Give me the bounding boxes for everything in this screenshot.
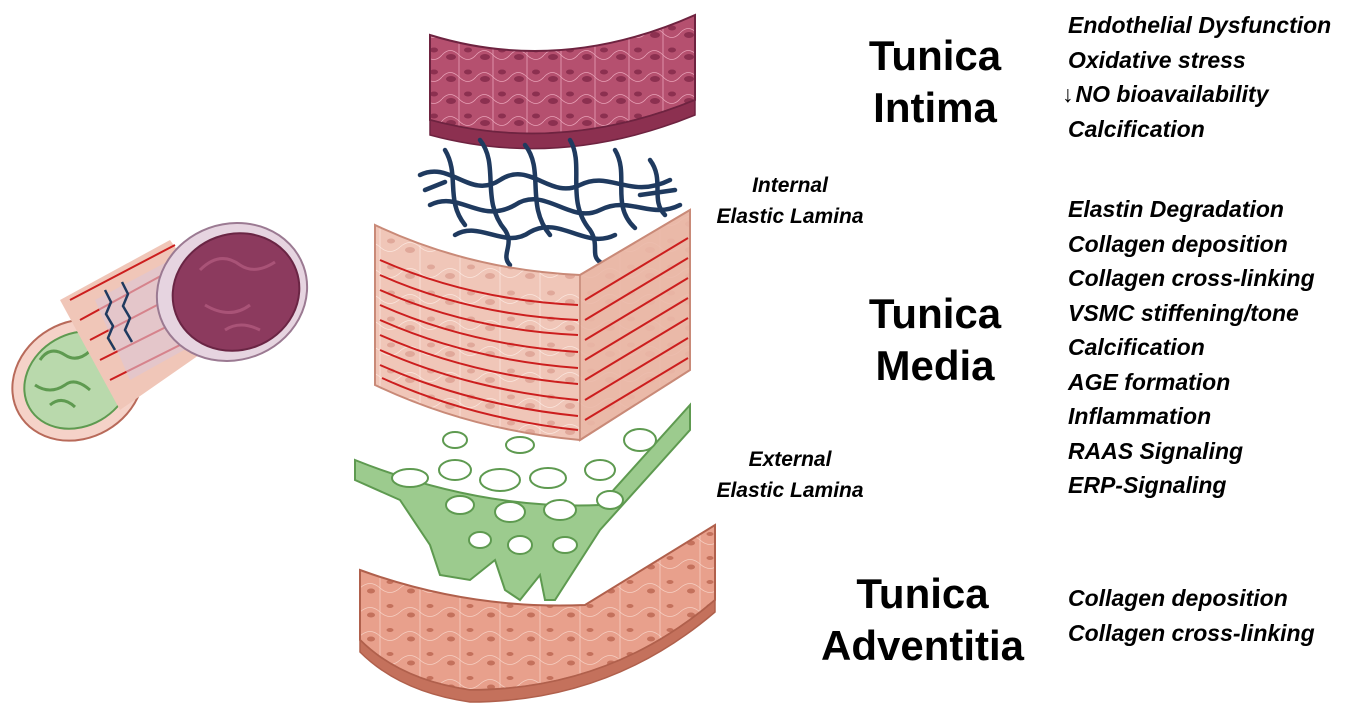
media-effect-item: Collagen cross-linking xyxy=(1068,261,1315,296)
intima-effect-text: NO bioavailability xyxy=(1076,81,1269,107)
internal-elastic-lamina-label: Internal Elastic Lamina xyxy=(700,170,880,232)
media-effect-item: Inflammation xyxy=(1068,399,1315,434)
media-effect-item: Collagen deposition xyxy=(1068,227,1315,262)
intima-title-line1: Tunica xyxy=(845,30,1025,82)
external-lamina-line2: Elastic Lamina xyxy=(700,475,880,506)
adventitia-title-line2: Adventitia xyxy=(810,620,1035,672)
media-effect-item: ERP-Signaling xyxy=(1068,468,1315,503)
media-title-line2: Media xyxy=(845,340,1025,392)
adventitia-effect-item: Collagen deposition xyxy=(1068,581,1315,616)
intima-effects-list: Endothelial Dysfunction Oxidative stress… xyxy=(1068,8,1331,146)
external-elastic-lamina-label: External Elastic Lamina xyxy=(700,444,880,506)
intima-block xyxy=(430,15,695,149)
external-lamina-line1: External xyxy=(700,444,880,475)
media-effect-item: VSMC stiffening/tone xyxy=(1068,296,1315,331)
internal-lamina-line1: Internal xyxy=(700,170,880,201)
adventitia-effects-list: Collagen deposition Collagen cross-linki… xyxy=(1068,581,1315,650)
vessel-cross-section xyxy=(0,202,327,464)
intima-effect-item: ↓NO bioavailability xyxy=(1062,77,1331,112)
media-block xyxy=(375,210,690,440)
media-effects-list: Elastin Degradation Collagen deposition … xyxy=(1068,192,1315,503)
media-effect-item: Elastin Degradation xyxy=(1068,192,1315,227)
internal-lamina-line2: Elastic Lamina xyxy=(700,201,880,232)
intima-effect-item: Endothelial Dysfunction xyxy=(1068,8,1331,43)
media-effect-item: Calcification xyxy=(1068,330,1315,365)
intima-effect-item: Oxidative stress xyxy=(1068,43,1331,78)
media-effect-item: AGE formation xyxy=(1068,365,1315,400)
intima-effect-item: Calcification xyxy=(1068,112,1331,147)
media-effect-item: RAAS Signaling xyxy=(1068,434,1315,469)
tunica-media-title: Tunica Media xyxy=(845,288,1025,392)
adventitia-title-line1: Tunica xyxy=(810,568,1035,620)
decrease-arrow-icon: ↓ xyxy=(1062,77,1074,112)
intima-title-line2: Intima xyxy=(845,82,1025,134)
media-title-line1: Tunica xyxy=(845,288,1025,340)
tunica-adventitia-title: Tunica Adventitia xyxy=(810,568,1035,672)
adventitia-effect-item: Collagen cross-linking xyxy=(1068,616,1315,651)
tunica-intima-title: Tunica Intima xyxy=(845,30,1025,134)
